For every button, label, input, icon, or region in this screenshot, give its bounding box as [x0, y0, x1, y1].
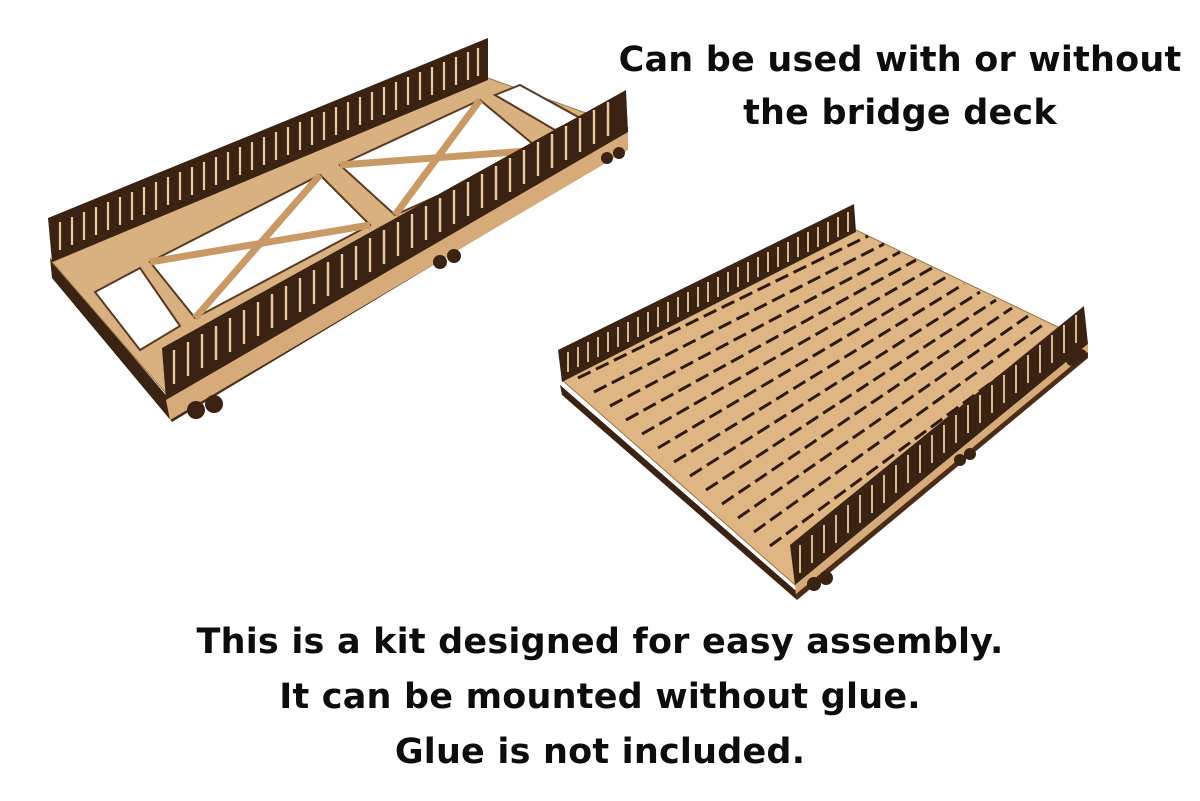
frame-brace-d — [392, 97, 483, 218]
frame-front-railing-slots — [172, 102, 610, 384]
frame-base-edge — [50, 258, 172, 422]
frame-front-railing — [162, 90, 628, 400]
deck-rear-railing — [558, 204, 856, 382]
frame-opening-1 — [93, 266, 182, 352]
bottom-caption-line-1: This is a kit designed for easy assembly… — [196, 622, 1004, 662]
frame-brace-b — [192, 172, 323, 321]
deck-front-railing — [790, 306, 1088, 585]
deck-front-skirt — [795, 344, 1088, 594]
top-caption: Can be used with or without the bridge d… — [600, 34, 1200, 140]
deck-connector-tabs — [807, 349, 1087, 591]
deck-slat-gaps — [577, 234, 1061, 548]
bottom-caption-line-2: It can be mounted without glue. — [279, 677, 921, 717]
deck-left-edge — [560, 385, 797, 600]
frame-front-skirt — [166, 132, 628, 420]
bottom-caption-line-3: Glue is not included. — [394, 732, 806, 772]
top-caption-line-1: Can be used with or without — [618, 40, 1182, 80]
bottom-caption: This is a kit designed for easy assembly… — [0, 615, 1200, 780]
deck-front-railing-slots — [799, 315, 1077, 573]
frame-rear-railing-slots — [58, 48, 480, 250]
frame-connector-tabs — [187, 147, 625, 419]
frame-rear-railing — [48, 38, 488, 262]
top-caption-line-2: the bridge deck — [743, 93, 1057, 133]
deck-rear-railing-slots — [567, 212, 849, 372]
